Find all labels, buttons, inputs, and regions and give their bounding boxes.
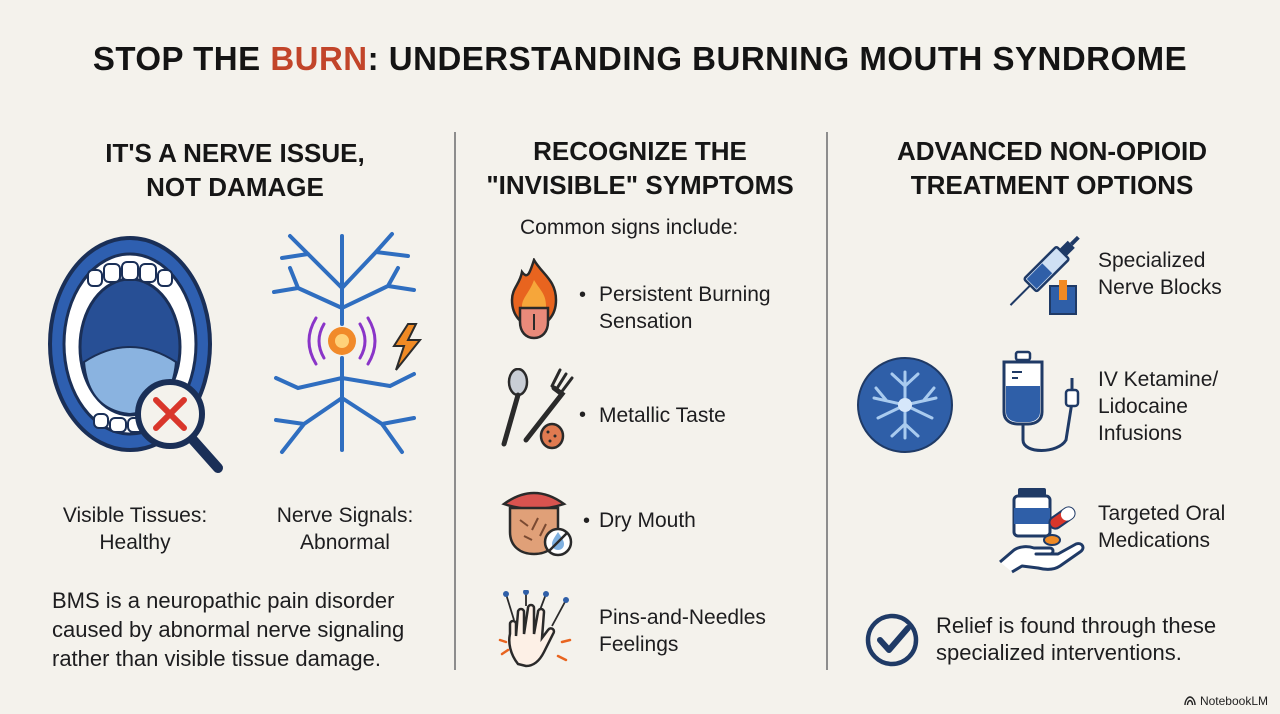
open-mouth-icon: [48, 236, 223, 473]
bms-description: BMS is a neuropathic pain disorder cause…: [52, 588, 405, 671]
col3-heading: ADVANCED NON-OPIOID TREATMENT OPTIONS: [896, 136, 1208, 200]
page-title: STOP THE BURN: UNDERSTANDING BURNING MOU…: [92, 40, 1188, 77]
treatment-oral-meds-label: Targeted Oral Medications: [1098, 502, 1226, 552]
tingling-hand-icon: [498, 590, 572, 668]
iv-bag-icon: [1002, 350, 1080, 452]
symptom-burning-label: Persistent Burning Sensation: [599, 283, 771, 333]
col1-heading: IT'S A NERVE ISSUE, NOT DAMAGE: [105, 138, 365, 202]
symptom-tingling-label: Pins-and-Needles Feelings: [599, 606, 766, 656]
nerve-signals-caption: Nerve Signals: Abnormal: [276, 504, 414, 554]
bullet: •: [579, 284, 587, 306]
relief-footer: Relief is found through these specialize…: [936, 613, 1217, 665]
symptom-dry-mouth-label: Dry Mouth: [599, 509, 696, 532]
symptoms-intro: Common signs include:: [520, 216, 739, 239]
fork-spoon-icon: [501, 368, 574, 450]
bullet: •: [583, 510, 591, 532]
col2-heading: RECOGNIZE THE "INVISIBLE" SYMPTOMS: [486, 136, 794, 200]
column-divider-2: [826, 132, 828, 670]
nerve-cell-icon: [272, 232, 423, 454]
pill-hand-icon: [999, 488, 1085, 574]
treatment-iv-label: IV Ketamine/ Lidocaine Infusions: [1098, 368, 1219, 445]
notebooklm-logo-icon: [1184, 696, 1196, 706]
column-divider-1: [454, 132, 456, 670]
burning-tongue-icon: [510, 258, 558, 340]
brand-watermark: NotebookLM: [1184, 694, 1268, 708]
checkmark-icon: [865, 613, 919, 667]
dry-mouth-icon: [501, 491, 573, 557]
visible-tissues-caption: Visible Tissues: Healthy: [62, 504, 208, 554]
treatment-nerve-blocks-label: Specialized Nerve Blocks: [1098, 249, 1222, 299]
nerve-badge-icon: [857, 357, 953, 453]
symptom-metallic-label: Metallic Taste: [599, 404, 726, 427]
bullet: •: [579, 404, 587, 426]
title-accent: BURN: [270, 40, 368, 77]
syringe-icon: [1009, 235, 1080, 315]
